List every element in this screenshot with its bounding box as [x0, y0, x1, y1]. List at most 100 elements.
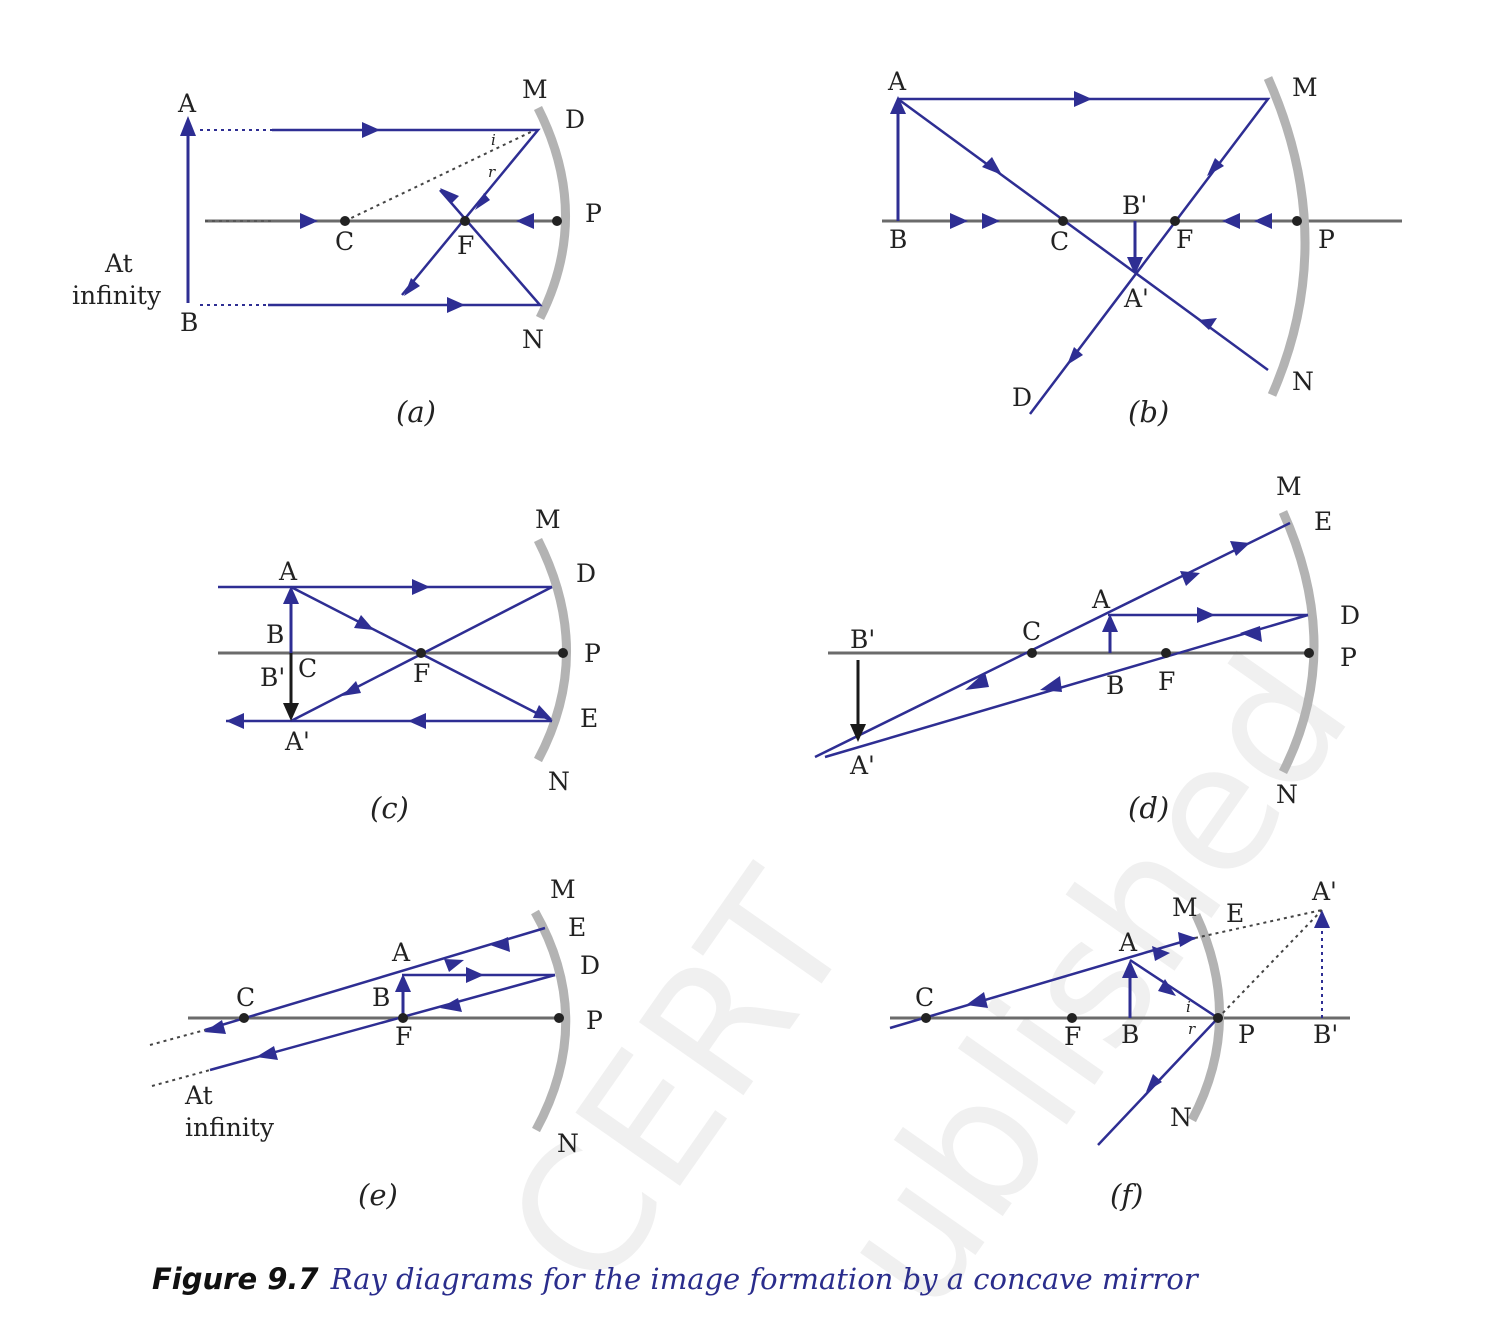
arrowhead: [362, 122, 380, 138]
label-F: F: [1064, 1022, 1081, 1051]
label-E: E: [1314, 507, 1332, 536]
label-r: r: [488, 163, 496, 181]
arrowhead: [1178, 932, 1196, 947]
object-arrowhead: [180, 116, 196, 136]
label-N: N: [522, 325, 544, 354]
label-M: M: [550, 875, 576, 904]
label-P: P: [1238, 1020, 1255, 1049]
label-M: M: [1276, 472, 1302, 501]
subcaption-a: (a): [396, 395, 436, 429]
point-F: [1067, 1013, 1077, 1023]
label-infinity: infinity: [185, 1113, 275, 1142]
panel-f: M E A' A C F B P B' N i r (f): [889, 877, 1350, 1212]
point-F: [416, 648, 426, 658]
subcaption-f: (f): [1110, 1178, 1143, 1212]
label-N: N: [548, 767, 570, 796]
label-M: M: [522, 75, 548, 104]
concave-mirror: [531, 909, 571, 1133]
point-F: [398, 1013, 408, 1023]
point-P: [1304, 648, 1314, 658]
label-B: B: [372, 983, 390, 1012]
label-i: i: [1186, 998, 1191, 1016]
arrowhead: [475, 193, 490, 210]
label-F: F: [1158, 667, 1175, 696]
label-D: D: [580, 951, 600, 980]
label-A: A: [177, 89, 197, 118]
arrowhead: [950, 213, 968, 229]
point-P: [1213, 1013, 1223, 1023]
panel-b: A B M P N C F B' A' D (b): [882, 67, 1402, 429]
label-i: i: [491, 131, 496, 149]
arrowhead: [1240, 626, 1262, 642]
label-C: C: [1022, 617, 1041, 646]
arrowhead: [466, 967, 484, 983]
caption-text: Ray diagrams for the image formation by …: [330, 1262, 1200, 1296]
label-r: r: [1188, 1020, 1196, 1038]
arrowhead: [1207, 158, 1224, 176]
point-C: [340, 216, 350, 226]
label-D: D: [1012, 383, 1032, 412]
ray: [204, 926, 546, 1032]
label-B-prime: B': [850, 625, 875, 654]
object-arrowhead: [1102, 614, 1118, 632]
label-A: A: [1091, 585, 1111, 614]
point-P: [558, 648, 568, 658]
label-at: At: [184, 1081, 213, 1110]
arrowhead: [204, 1020, 226, 1034]
arrowhead: [490, 937, 510, 952]
image-arrowhead: [850, 724, 866, 742]
arrowhead: [982, 213, 1000, 229]
subcaption-e: (e): [358, 1178, 398, 1212]
panel-e: M E A D C B P F N At infinity (e): [149, 875, 603, 1212]
label-N: N: [557, 1129, 579, 1158]
subcaption-b: (b): [1128, 395, 1169, 429]
point-P: [552, 216, 562, 226]
ray: [814, 521, 1291, 759]
arrowhead: [1067, 347, 1083, 365]
label-C: C: [298, 654, 317, 683]
point-P: [1292, 216, 1302, 226]
subcaption-c: (c): [370, 791, 409, 825]
label-A: A: [1118, 928, 1138, 957]
ray: [898, 97, 1271, 415]
label-A-prime: A': [1311, 877, 1337, 906]
arrowhead: [354, 615, 374, 630]
label-A: A: [391, 938, 411, 967]
arrowhead: [226, 713, 244, 729]
label-N: N: [1276, 780, 1298, 809]
concave-mirror: [533, 105, 570, 321]
label-F: F: [413, 659, 430, 688]
virtual-image-arrowhead: [1314, 910, 1330, 928]
arrowhead: [447, 297, 465, 313]
arrowhead: [1074, 91, 1092, 107]
label-B: B: [1121, 1020, 1139, 1049]
arrowhead: [342, 681, 361, 696]
image-arrowhead: [283, 703, 299, 721]
label-F: F: [457, 231, 474, 260]
arrowhead: [440, 188, 459, 204]
arrowhead: [1158, 979, 1176, 996]
label-B-prime: B': [1313, 1020, 1338, 1049]
arrowhead: [1198, 318, 1217, 330]
arrowhead: [1152, 946, 1170, 961]
label-E: E: [1226, 899, 1244, 928]
arrowhead: [1197, 607, 1215, 623]
arrowhead: [965, 672, 989, 690]
arrowhead: [1180, 571, 1200, 586]
point-F: [1170, 216, 1180, 226]
point-C: [1027, 648, 1037, 658]
label-F: F: [395, 1022, 412, 1051]
label-P: P: [1340, 643, 1357, 672]
subcaption-d: (d): [1128, 791, 1169, 825]
label-P: P: [585, 199, 602, 228]
point-F: [1161, 648, 1171, 658]
panel-d: M E A D B' C P B F A' N (d): [814, 472, 1360, 825]
label-C: C: [335, 227, 354, 256]
label-B: B: [266, 620, 284, 649]
label-C: C: [915, 983, 934, 1012]
ray: [889, 936, 1196, 1030]
arrowhead: [1040, 676, 1062, 692]
arrowhead: [1222, 213, 1240, 229]
arrowhead: [404, 278, 420, 296]
